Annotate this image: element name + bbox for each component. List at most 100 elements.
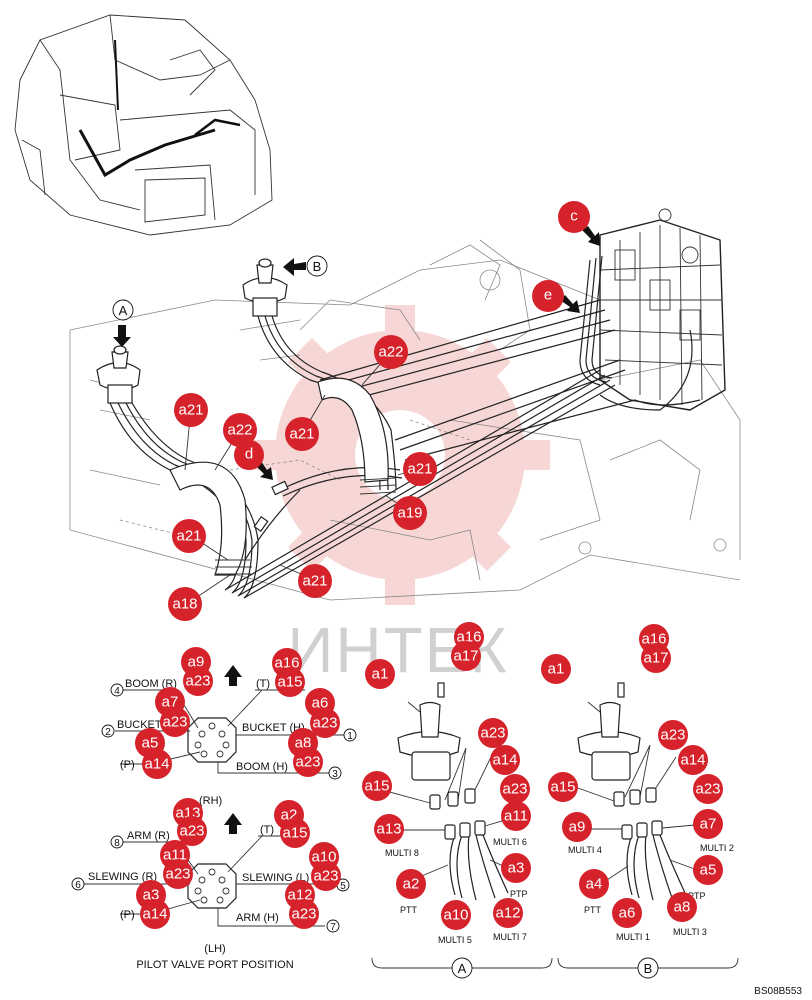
- detail-a-callout-a12: a12: [493, 898, 523, 928]
- svg-text:a12: a12: [495, 905, 520, 922]
- svg-text:a15: a15: [282, 825, 307, 842]
- lh-label-arm-h: ARM (H): [236, 912, 279, 924]
- detail-b-callout-a17: a17: [641, 643, 671, 673]
- callout-d: d: [234, 440, 264, 470]
- detail-b: MULTI 4 MULTI 2 PTP PTT MULTI 1 MULTI 3 …: [541, 624, 739, 979]
- detail-a-callout-a3: a3: [501, 853, 531, 883]
- lh-callout-a23-1: a23: [177, 816, 207, 846]
- svg-text:a15: a15: [364, 778, 389, 795]
- detail-a-callout-a17: a17: [451, 641, 481, 671]
- rh-num-2: 2: [105, 727, 111, 738]
- pilot-valve-a: [96, 345, 141, 404]
- detail-b-tag-multi4: MULTI 4: [568, 845, 602, 855]
- front-arrow-icon: [224, 665, 242, 686]
- callout-a19: a19: [393, 496, 427, 530]
- rh-label-boom-r: BOOM (R): [125, 678, 177, 690]
- fittings: [253, 480, 289, 533]
- svg-text:a14: a14: [142, 906, 167, 923]
- view-marker-a: A: [112, 299, 134, 321]
- callout-a21-mid: a21: [285, 417, 319, 451]
- svg-text:a23: a23: [502, 781, 527, 798]
- rh-num-4: 4: [114, 686, 120, 697]
- rh-port-diagram: 4 2 1 3 BOOM (R) BUCKET (R) (P) (T) BUCK…: [101, 647, 357, 780]
- svg-text:a1: a1: [372, 666, 389, 683]
- detail-a-callout-a14: a14: [490, 745, 520, 775]
- svg-text:a9: a9: [569, 819, 586, 836]
- callout-c: c: [558, 201, 590, 233]
- detail-b-callout-a6: a6: [612, 898, 642, 928]
- svg-text:a23: a23: [291, 906, 316, 923]
- svg-text:a23: a23: [165, 866, 190, 883]
- view-marker-b-label: B: [313, 259, 322, 274]
- detail-b-tag-multi3: MULTI 3: [673, 927, 707, 937]
- lh-caption-1: (LH): [204, 943, 225, 955]
- lh-callout-a14: a14: [140, 899, 170, 929]
- detail-b-callout-a23-1: a23: [658, 720, 688, 750]
- svg-text:a10: a10: [443, 907, 468, 924]
- hose-protectors: [169, 377, 397, 576]
- svg-text:a1: a1: [548, 661, 565, 678]
- detail-b-callout-a8: a8: [667, 892, 697, 922]
- rh-callout-a14: a14: [142, 749, 172, 779]
- svg-text:a23: a23: [179, 823, 204, 840]
- svg-text:a14: a14: [680, 752, 705, 769]
- rh-callout-a23-4: a23: [293, 747, 323, 777]
- callout-a21-lower-left: a21: [172, 519, 206, 553]
- svg-text:a7: a7: [700, 816, 717, 833]
- rh-callout-a23-3: a23: [310, 708, 340, 738]
- detail-a-callout-a23-1: a23: [478, 718, 508, 748]
- rh-callout-a23-1: a23: [183, 666, 213, 696]
- svg-text:a21: a21: [176, 528, 201, 545]
- detail-a-callout-a2: a2: [396, 869, 426, 899]
- callout-a22-left: a22: [223, 413, 257, 447]
- rh-num-3: 3: [332, 769, 338, 780]
- lh-num-5: 5: [340, 881, 346, 892]
- lh-num-7: 7: [330, 922, 336, 933]
- svg-text:a4: a4: [586, 876, 603, 893]
- svg-text:e: e: [544, 287, 552, 304]
- svg-text:a23: a23: [660, 727, 685, 744]
- lh-num-6: 6: [75, 880, 81, 891]
- lh-port-diagram: 8 6 5 7 (RH) ARM (R) SLEWING (R) (P) (T)…: [71, 795, 350, 971]
- callout-a18: a18: [168, 587, 202, 621]
- detail-a-tag-multi7: MULTI 7: [493, 932, 527, 942]
- front-arrow-lh-icon: [224, 813, 242, 834]
- svg-text:a21: a21: [407, 461, 432, 478]
- lh-label-arm-r: ARM (R): [127, 830, 170, 842]
- svg-text:a15: a15: [277, 674, 302, 691]
- rh-callout-a15: a15: [275, 667, 305, 697]
- svg-text:a18: a18: [172, 596, 197, 613]
- arrow-to-valve-a-icon: [113, 325, 131, 347]
- svg-text:a23: a23: [695, 781, 720, 798]
- svg-text:a8: a8: [674, 899, 691, 916]
- lh-label-slewing-r: SLEWING (R): [88, 871, 157, 883]
- rh-label-bucket-h: BUCKET (H): [242, 722, 305, 734]
- lh-caption-2: PILOT VALVE PORT POSITION: [136, 959, 293, 971]
- lh-label-slewing-l: SLEWING (L): [242, 872, 309, 884]
- lh-label-p: (P): [120, 909, 135, 921]
- pilot-valve-b: [242, 258, 288, 317]
- svg-text:a16: a16: [641, 631, 666, 648]
- detail-a-callout-a1: a1: [365, 659, 395, 689]
- callout-e: e: [532, 280, 564, 312]
- rh-num-1: 1: [347, 731, 353, 742]
- svg-text:a6: a6: [619, 905, 636, 922]
- detail-b-callout-a7: a7: [693, 809, 723, 839]
- svg-text:a17: a17: [643, 650, 668, 667]
- svg-text:a6: a6: [312, 695, 329, 712]
- detail-b-callout-a5: a5: [693, 855, 723, 885]
- rh-callout-a23-2: a23: [160, 707, 190, 737]
- svg-text:a13: a13: [376, 821, 401, 838]
- svg-text:a11: a11: [163, 847, 187, 864]
- detail-b-callout-a15: a15: [548, 772, 578, 802]
- callout-a21-lower: a21: [298, 564, 332, 598]
- svg-text:a22: a22: [378, 344, 403, 361]
- detail-b-tag-multi1: MULTI 1: [616, 932, 650, 942]
- chassis-frame: [69, 239, 741, 601]
- detail-b-callout-a9: a9: [562, 812, 592, 842]
- lh-callout-a23-4: a23: [289, 899, 319, 929]
- detail-b-callout-a4: a4: [579, 869, 609, 899]
- svg-text:a17: a17: [453, 648, 478, 665]
- control-valve: [599, 208, 726, 411]
- arrow-d-icon: [255, 461, 273, 480]
